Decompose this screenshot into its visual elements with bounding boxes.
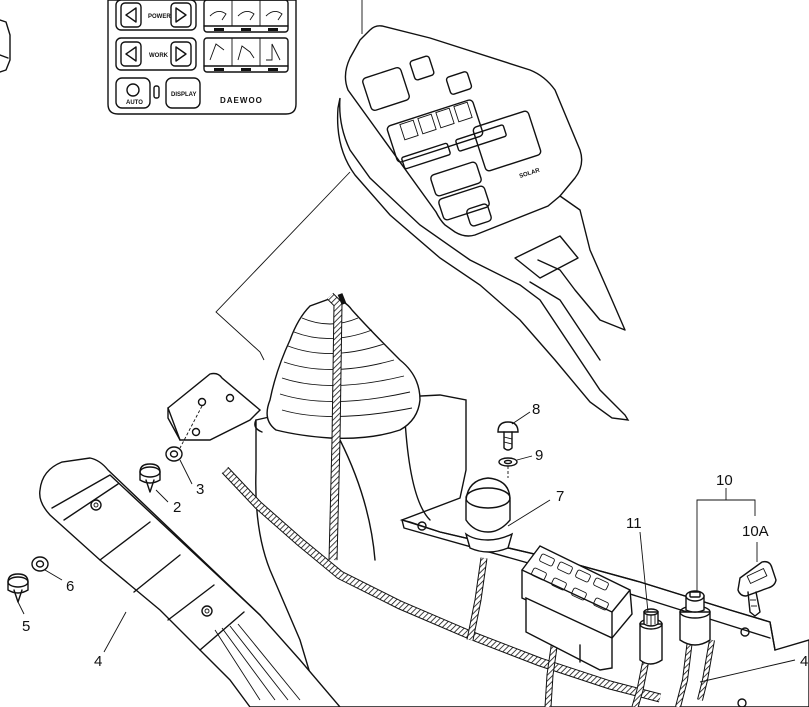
starter-switch-part-10 [679,590,711,646]
grommet-part-6 [31,556,49,572]
work-mode-switch [115,37,197,71]
partial-part-top-left [0,19,11,73]
bolt-part-5 [7,573,29,603]
wiring-harness [221,292,715,707]
display-button [165,77,201,109]
panel-leader-line [215,171,351,361]
callout-3: 3 [196,481,204,498]
callout-4-right: 4 [800,653,808,670]
bolt-part-2 [139,463,161,493]
callout-2: 2 [173,499,181,516]
mounting-bracket [167,372,262,449]
inset-switch-panel: POWER WORK AUTO DISPLAY DAEWOO [107,0,297,115]
switch-part-11 [639,608,663,665]
brand-logo-inset: DAEWOO [220,96,263,105]
instrument-panel-assembly: SOLAR [336,25,630,421]
washer-part-9 [498,457,518,467]
switch-panel-module [521,545,633,671]
ignition-key-part-10a [737,560,777,617]
callout-5: 5 [22,618,30,635]
auto-idle-button [115,77,151,109]
callout-7: 7 [556,488,564,505]
callout-6: 6 [66,578,74,595]
display-label: DISPLAY [171,92,196,98]
power-label: POWER [148,14,171,20]
grommet-part-3 [165,446,183,462]
side-cover-part-4 [39,457,341,707]
work-label: WORK [149,53,169,59]
callout-4-left: 4 [94,653,102,670]
screw-part-8 [497,421,519,451]
callout-8: 8 [532,401,540,418]
cigar-lighter-part-7 [464,477,514,553]
joystick-boot [266,297,421,439]
auto-label: AUTO [126,100,143,106]
callout-10a: 10A [742,523,769,540]
callout-10: 10 [716,472,733,489]
callout-leader-lines [17,411,796,683]
callout-9: 9 [535,447,543,464]
callout-11: 11 [626,515,642,532]
